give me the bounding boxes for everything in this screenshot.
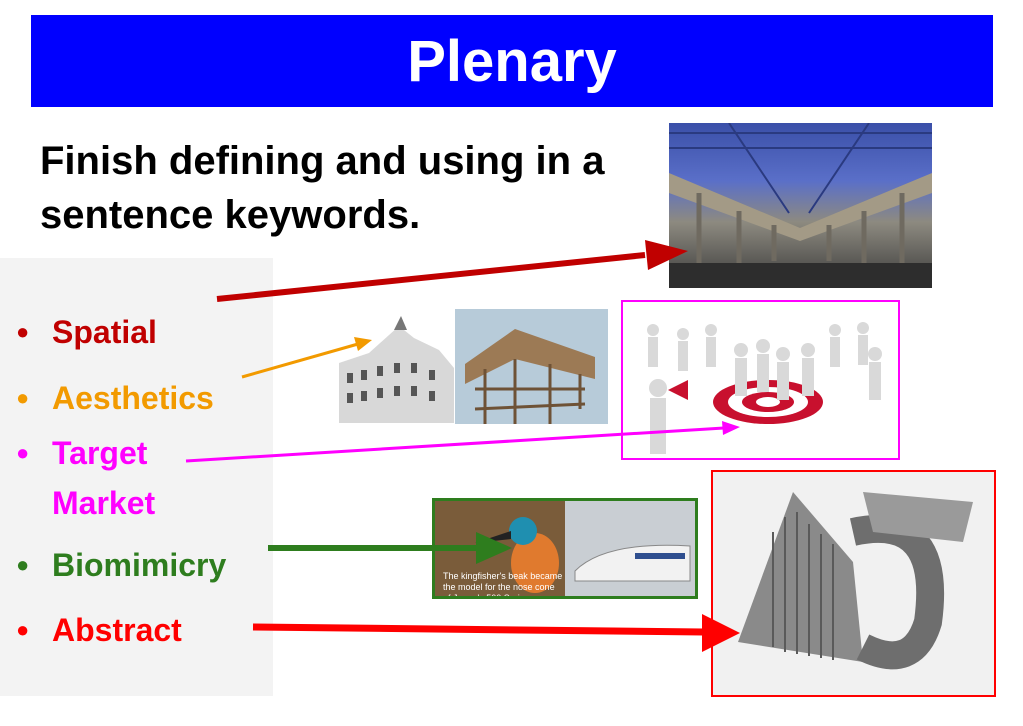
keyword-label: Aesthetics <box>52 380 214 416</box>
bullet-icon: ● <box>16 385 30 410</box>
instruction-text: Finish defining and using in a sentence … <box>40 139 605 237</box>
keyword-aesthetics: ● Aesthetics <box>16 374 214 422</box>
warehouse-drawing <box>669 123 932 288</box>
bullet-icon: ● <box>16 440 30 465</box>
target-drawing <box>647 322 882 454</box>
title-bar: Plenary <box>31 15 993 107</box>
keyword-spatial: ● Spatial <box>16 308 157 356</box>
sculpture-drawing <box>713 472 994 695</box>
bullet-icon: ● <box>16 319 30 344</box>
keyword-label: Spatial <box>52 314 157 350</box>
arrow-abstract <box>252 623 704 636</box>
keyword-target-market: ● Target Market <box>16 428 216 528</box>
arrow-spatial <box>216 252 646 302</box>
slide-title: Plenary <box>407 28 617 94</box>
keyword-label: Target Market <box>52 435 156 521</box>
tower-drawing <box>465 329 595 424</box>
ornate-building-image <box>339 308 454 423</box>
warehouse-interior-image <box>669 123 932 288</box>
building-drawing <box>339 316 454 423</box>
keyword-label: Biomimicry <box>52 547 227 583</box>
target-market-image <box>621 300 900 460</box>
bullet-icon: ● <box>16 552 30 577</box>
bullet-icon: ● <box>16 617 30 642</box>
kingfisher-train-image: The kingfisher's beak became the model f… <box>432 498 698 599</box>
keyword-panel <box>0 258 273 696</box>
kingfisher-train-drawing <box>435 501 695 596</box>
timber-tower-image <box>455 309 608 424</box>
keyword-abstract: ● Abstract <box>16 606 182 654</box>
keyword-label: Abstract <box>52 612 182 648</box>
abstract-sculpture-image <box>711 470 996 697</box>
kingfisher-caption: The kingfisher's beak became the model f… <box>443 571 563 599</box>
keyword-biomimicry: ● Biomimicry <box>16 541 226 589</box>
